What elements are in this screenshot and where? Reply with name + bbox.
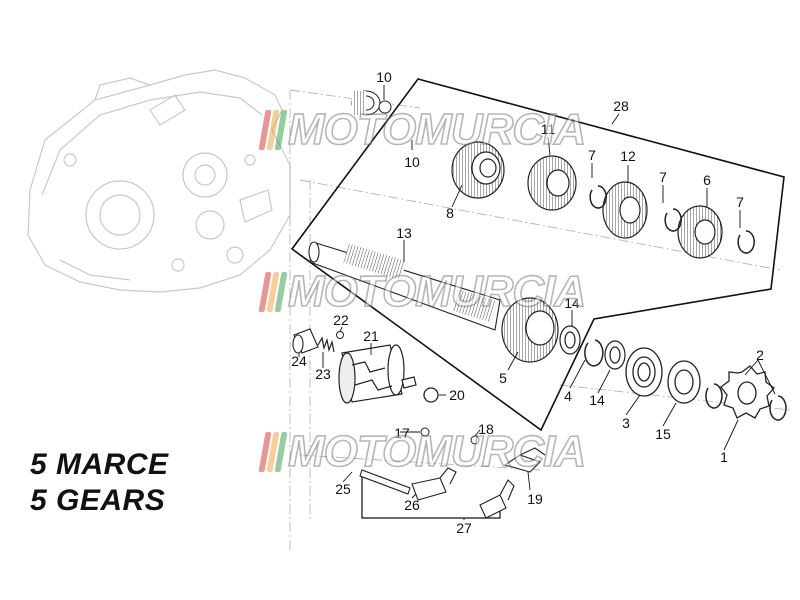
washer-14b (604, 340, 626, 370)
callout-15: 15 (655, 426, 671, 442)
callout-25: 25 (335, 481, 351, 497)
callout-17: 17 (394, 425, 410, 441)
gear-11 (527, 155, 577, 211)
callout-1: 1 (720, 449, 728, 465)
callout-27: 27 (456, 520, 472, 536)
callout-6: 6 (703, 172, 711, 188)
primary-shaft (308, 241, 501, 331)
ball-bearing-3 (625, 347, 663, 397)
callout-12: 12 (620, 148, 636, 164)
caption-italian: 5 MARCE (30, 448, 169, 481)
oil-seal-15 (667, 360, 701, 404)
callout-21: 21 (363, 328, 379, 344)
callout-26: 26 (404, 497, 420, 513)
callout-7-first: 7 (588, 147, 596, 163)
pin-24 (292, 328, 319, 354)
callout-22: 22 (333, 312, 349, 328)
callout-11: 11 (541, 121, 556, 137)
leader-lines (298, 85, 776, 520)
gear-8 (451, 141, 505, 199)
crankcase-half (27, 69, 291, 293)
gear-6 (677, 205, 723, 259)
callout-numbers: 10 10 28 11 7 12 7 6 7 8 13 14 22 21 24 … (291, 69, 764, 536)
callout-7-third: 7 (736, 194, 744, 210)
gear-12 (602, 181, 648, 239)
callout-19: 19 (527, 491, 543, 507)
selector-fork-26 (411, 467, 515, 519)
fork-shaft-25 (359, 469, 411, 495)
callout-14-lower: 14 (589, 392, 605, 408)
callout-10-bottom: 10 (404, 154, 420, 170)
callout-7-second: 7 (659, 169, 667, 185)
gear-5 (501, 297, 559, 363)
callout-5: 5 (499, 370, 507, 386)
spring-23 (317, 336, 335, 353)
circlips-2 (705, 383, 787, 421)
pins-17-18 (420, 427, 480, 445)
selector-drum-21 (338, 344, 417, 404)
circlip-4 (584, 339, 604, 367)
callout-2: 2 (756, 347, 764, 363)
callout-3: 3 (622, 415, 630, 431)
washer-14a (559, 325, 581, 355)
callout-14-upper: 14 (564, 295, 580, 311)
selector-fork-19 (503, 447, 546, 473)
callout-18: 18 (478, 421, 494, 437)
sprocket-1 (720, 365, 775, 419)
callout-13: 13 (396, 225, 412, 241)
callout-24: 24 (291, 353, 307, 369)
needle-bearing (351, 90, 392, 116)
group-outline-28 (290, 78, 785, 432)
ball-22 (336, 331, 344, 339)
callout-28: 28 (613, 98, 629, 114)
callout-4: 4 (564, 388, 572, 404)
callout-20: 20 (449, 387, 465, 403)
callout-8: 8 (446, 205, 454, 221)
caption-english: 5 GEARS (30, 484, 166, 517)
callout-10-top: 10 (376, 69, 392, 85)
oring-20 (423, 387, 439, 403)
circlips-7 (589, 185, 755, 254)
callout-23: 23 (315, 366, 331, 382)
